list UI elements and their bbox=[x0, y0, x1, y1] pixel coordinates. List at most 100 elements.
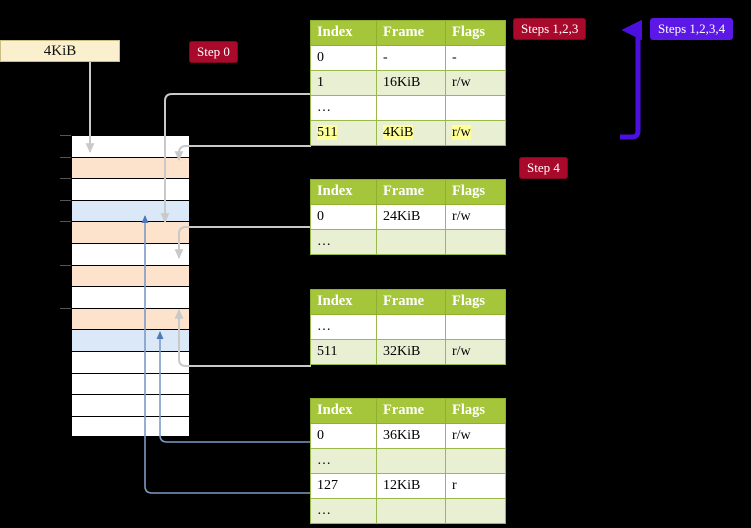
cell-frame bbox=[376, 498, 446, 524]
cell-frame: 12KiB bbox=[376, 473, 446, 499]
memory-size-box: 4KiB bbox=[0, 40, 120, 62]
memory-tick-mark bbox=[60, 135, 71, 136]
cell-index: … bbox=[310, 229, 377, 255]
steps-123-badge: Steps 1,2,3 bbox=[513, 18, 587, 40]
cell-frame bbox=[376, 448, 446, 474]
connector-pml4-row511-to-memory bbox=[174, 145, 311, 162]
cell-frame: 4KiB bbox=[376, 120, 446, 146]
cell-index: 0 bbox=[310, 204, 377, 230]
physical-memory-block bbox=[60, 135, 190, 438]
memory-tick-mark bbox=[60, 264, 71, 266]
table-row: … bbox=[310, 314, 506, 340]
cell-flags: r/w bbox=[445, 204, 506, 230]
column-header-frame: Frame bbox=[376, 289, 446, 315]
column-header-index: Index bbox=[310, 20, 377, 46]
memory-frame-row bbox=[71, 372, 190, 395]
cell-index: 127 bbox=[310, 473, 377, 499]
table-row: … bbox=[310, 95, 506, 121]
cell-frame: 32KiB bbox=[376, 339, 446, 365]
memory-frame-row bbox=[71, 178, 190, 200]
table-row: 0-- bbox=[310, 45, 506, 71]
column-header-flags: Flags bbox=[445, 398, 506, 424]
cell-flags bbox=[445, 314, 506, 340]
highlighted-value: r/w bbox=[452, 124, 471, 140]
cell-index: 511 bbox=[310, 339, 377, 365]
memory-frame-row bbox=[71, 264, 190, 287]
table-row: … bbox=[310, 498, 506, 524]
memory-frame-row bbox=[71, 199, 190, 222]
cell-frame: 16KiB bbox=[376, 70, 446, 96]
memory-frame-row bbox=[71, 415, 190, 438]
table-row: 511 4KiB r/w bbox=[310, 120, 506, 146]
column-header-frame: Frame bbox=[376, 398, 446, 424]
cell-flags: r/w bbox=[445, 70, 506, 96]
memory-frame-row bbox=[71, 135, 190, 157]
connector-pdp-row0-to-memory bbox=[174, 226, 311, 260]
step-0-label: Step 0 bbox=[189, 41, 238, 63]
column-header-index: Index bbox=[310, 289, 377, 315]
steps-1234-badge: Steps 1,2,3,4 bbox=[650, 18, 734, 40]
cell-index: … bbox=[310, 95, 377, 121]
column-header-frame: Frame bbox=[376, 20, 446, 46]
highlighted-value: 4KiB bbox=[383, 124, 414, 140]
cell-flags bbox=[445, 498, 506, 524]
column-header-flags: Flags bbox=[445, 179, 506, 205]
cell-index: … bbox=[310, 314, 377, 340]
memory-tick-mark bbox=[60, 199, 71, 201]
memory-tick-mark bbox=[60, 156, 71, 158]
memory-tick-mark bbox=[60, 307, 71, 309]
cell-index: 1 bbox=[310, 70, 377, 96]
steps-return-arrow bbox=[620, 19, 643, 140]
cell-index: … bbox=[310, 448, 377, 474]
column-header-flags: Flags bbox=[445, 20, 506, 46]
memory-tick-mark bbox=[60, 178, 71, 180]
cell-index: 0 bbox=[310, 423, 377, 449]
column-header-index: Index bbox=[310, 398, 377, 424]
cell-flags bbox=[445, 448, 506, 474]
cell-flags bbox=[445, 229, 506, 255]
memory-tick-mark bbox=[60, 221, 71, 223]
step-4-label: Step 4 bbox=[519, 157, 568, 179]
cell-frame bbox=[376, 314, 446, 340]
cell-flags: r bbox=[445, 473, 506, 499]
memory-frame-row bbox=[71, 243, 190, 265]
connector-pd-row511-to-memory bbox=[174, 308, 311, 367]
memory-frame-row bbox=[71, 351, 190, 373]
steps-1234-label: Steps 1,2,3,4 bbox=[650, 18, 734, 40]
column-header-frame: Frame bbox=[376, 179, 446, 205]
memory-frame-row bbox=[71, 156, 190, 179]
memory-frame-row bbox=[71, 394, 190, 416]
memory-frame-row bbox=[71, 221, 190, 243]
step-0-badge: Step 0 bbox=[189, 41, 238, 63]
cell-frame bbox=[376, 95, 446, 121]
cell-flags: r/w bbox=[445, 339, 506, 365]
table-row: … bbox=[310, 229, 506, 255]
cell-flags: r/w bbox=[445, 120, 506, 146]
cell-flags bbox=[445, 95, 506, 121]
memory-frame-row bbox=[71, 329, 190, 351]
cell-index: 0 bbox=[310, 45, 377, 71]
cell-index: 511 bbox=[310, 120, 377, 146]
cell-frame: - bbox=[376, 45, 446, 71]
highlighted-value: 511 bbox=[317, 124, 338, 140]
cell-frame: 36KiB bbox=[376, 423, 446, 449]
cell-frame: 24KiB bbox=[376, 204, 446, 230]
cell-frame bbox=[376, 229, 446, 255]
